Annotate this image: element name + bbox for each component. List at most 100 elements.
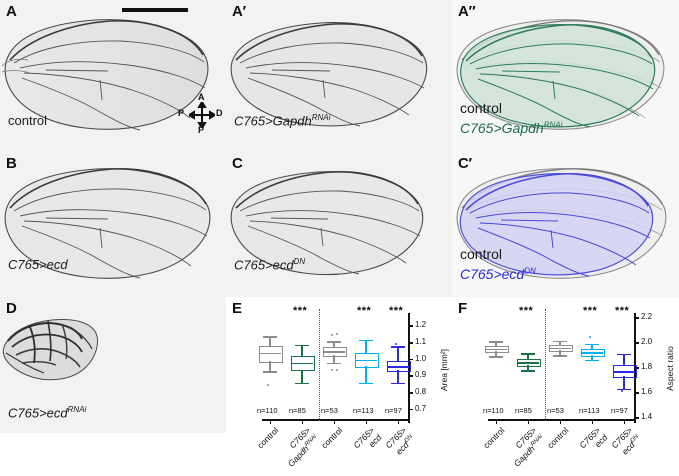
wing-image-overlay-ecd-dn: [452, 152, 679, 297]
x-axis-tick: [334, 419, 335, 424]
whisker-lower: [591, 354, 593, 360]
panel-C: C C765>ecdDN: [226, 152, 452, 297]
group-divider: [544, 309, 546, 421]
panel-label-F: F: [458, 300, 467, 317]
genotype-superscript: RNAi: [311, 113, 331, 122]
x-axis-tick: [528, 419, 529, 424]
wing-image-ecd: [0, 152, 226, 297]
compass-label-posterior: P: [198, 125, 205, 135]
sample-size-label: n=53: [321, 406, 338, 415]
y-axis-tick: [634, 417, 639, 419]
sample-size-label: n=113: [579, 406, 600, 415]
y-axis-tick: [634, 317, 639, 319]
x-axis-tick: [496, 419, 497, 424]
panel-D: D C765>ecdRNAi: [0, 297, 226, 465]
overlay-label-control-2: control: [460, 246, 503, 262]
y-axis-tick: [408, 342, 413, 344]
panel-label-A-dprime: A″: [458, 3, 476, 20]
y-axis-tick-label: 1.8: [641, 362, 653, 371]
genotype-superscript: RNAi: [67, 405, 87, 414]
whisker-upper: [397, 346, 399, 362]
outlier-point: [394, 342, 397, 345]
outlier-point: [330, 334, 333, 337]
cap-lower: [520, 370, 536, 372]
compass-label-anterior: A: [198, 92, 205, 102]
significance-marker: ***: [615, 305, 630, 317]
wing-image-overlay-gapdh: [452, 0, 679, 152]
y-axis-tick: [408, 325, 413, 327]
wing-drawing-C-prime: [456, 168, 667, 279]
whisker-lower: [269, 361, 271, 372]
x-axis-tick: [366, 419, 367, 424]
cap-upper: [520, 353, 536, 355]
cap-upper: [358, 339, 374, 342]
overlay-genotype-ecd-dn: C765>ecdDN: [460, 266, 536, 282]
y-axis-tick-label: 1.2: [415, 320, 427, 330]
significance-marker: ***: [389, 305, 404, 317]
whisker-lower: [527, 364, 529, 371]
whisker-upper: [623, 353, 625, 366]
x-axis-tick: [624, 419, 625, 424]
whisker-upper: [495, 341, 497, 347]
cap-upper: [326, 341, 342, 343]
genotype-text: C765>Gapdh: [460, 120, 544, 136]
wing-image-control: [0, 0, 226, 152]
y-axis-tick: [634, 342, 639, 344]
significance-marker: ***: [583, 305, 598, 317]
group-divider: [318, 309, 320, 421]
outlier-point: [330, 369, 333, 372]
compass-label-distal: D: [216, 108, 223, 118]
cap-lower: [390, 382, 406, 385]
sample-size-label: n=85: [289, 406, 306, 415]
wing-drawing-C: [230, 171, 424, 276]
genotype-superscript: RNAi: [543, 120, 563, 130]
median-line: [323, 351, 345, 353]
whisker-upper: [301, 344, 303, 357]
whisker-upper: [591, 343, 593, 349]
compass-label-proximal: P: [178, 108, 185, 118]
panel-label-A-prime: A′: [232, 3, 246, 20]
cap-upper: [616, 353, 632, 356]
genotype-text: C765>ecd: [460, 266, 525, 282]
panel-label-D: D: [6, 300, 17, 317]
y-axis-title: Aspect ratio: [665, 346, 675, 391]
outlier-point: [620, 390, 623, 393]
sample-size-label: n=85: [515, 406, 532, 415]
genotype-label-A: control: [8, 113, 48, 128]
whisker-upper: [333, 341, 335, 347]
genotype-label-B: C765>ecd: [8, 257, 68, 272]
genotype-label-A-prime: C765>GapdhRNAi: [234, 113, 330, 128]
y-axis-tick: [408, 408, 413, 411]
genotype-superscript: DN: [524, 266, 536, 276]
panel-C-prime: C′ control C765>ecdDN: [452, 152, 679, 297]
y-axis-tick: [408, 358, 413, 361]
x-axis-tick: [270, 419, 271, 424]
genotype-label-D: C765>ecdRNAi: [8, 405, 86, 420]
outlier-point: [266, 383, 269, 386]
cap-upper: [488, 341, 504, 343]
sample-size-label: n=110: [483, 406, 504, 415]
genotype-text: C765>Gapdh: [234, 113, 312, 129]
panel-A-dprime: A″ control C765>GapdhRNAi: [452, 0, 679, 152]
y-axis-tick: [408, 392, 413, 394]
box-iqr: [259, 346, 283, 364]
scale-bar: [122, 8, 188, 12]
whisker-upper: [527, 353, 529, 359]
overlay-label-control: control: [460, 100, 503, 116]
genotype-superscript: DN: [293, 257, 306, 266]
whisker-upper: [269, 336, 271, 347]
sample-size-label: n=53: [547, 406, 564, 415]
cap-upper: [390, 346, 406, 348]
median-line: [549, 347, 571, 350]
median-line: [291, 362, 313, 365]
panel-label-E: E: [232, 300, 242, 317]
cap-lower: [358, 382, 374, 385]
wing-drawing-A-prime: [230, 22, 428, 127]
cap-upper: [294, 344, 310, 347]
significance-marker: ***: [293, 305, 308, 317]
median-line: [259, 352, 281, 355]
panel-label-C-prime: C′: [458, 155, 472, 172]
